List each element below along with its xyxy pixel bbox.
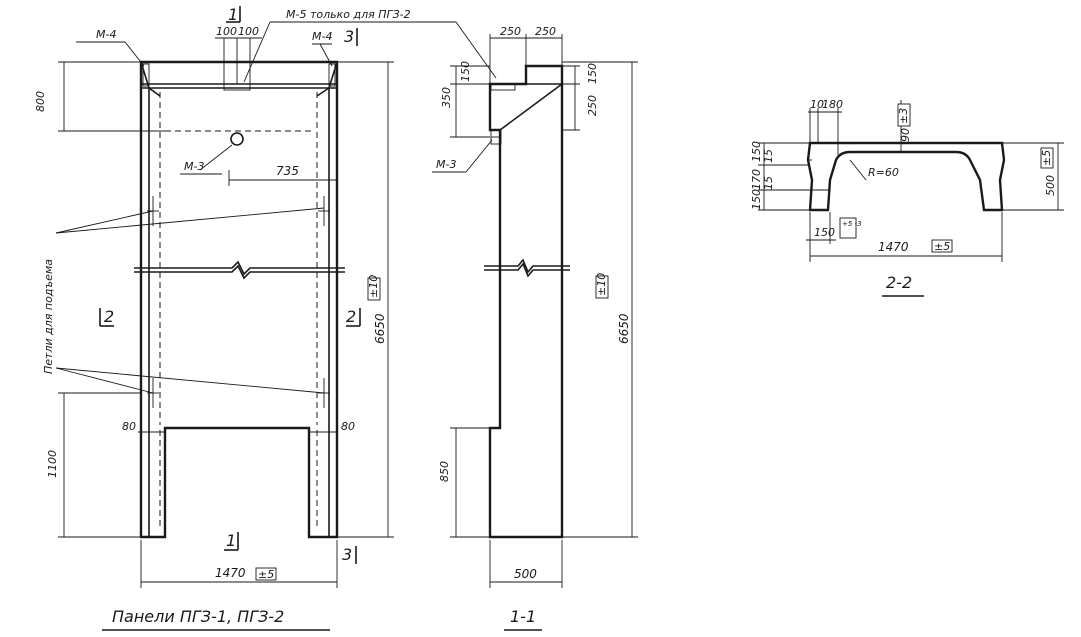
section-2-2 xyxy=(806,141,1006,212)
tol-10-left: ±10 xyxy=(367,275,380,298)
caption-2-2: 2-2 xyxy=(886,273,912,292)
dim-735: 735 xyxy=(276,164,299,178)
caption-main: Панели ПГЗ-1, ПГЗ-2 xyxy=(112,607,284,626)
dim-6650-left: 6650 xyxy=(373,313,387,344)
dim-1470-main: 1470 xyxy=(215,566,246,580)
dim-90: 90 xyxy=(899,128,912,142)
caption-1-1: 1-1 xyxy=(510,607,536,626)
dim-350: 350 xyxy=(440,87,453,108)
dim-150-left: 150 xyxy=(459,61,472,82)
m5-insert xyxy=(223,83,251,91)
tol-5-main: ±5 xyxy=(258,568,274,581)
cut-2-right: 2 xyxy=(346,307,356,326)
dim-150-22-b: 150 xyxy=(750,189,763,210)
panel-elevation xyxy=(55,38,345,539)
m5-note: М-5 только для ПГЗ-2 xyxy=(286,8,411,21)
dim-250-right: 250 xyxy=(586,95,599,116)
m3-label: М-3 xyxy=(184,160,204,173)
dim-800: 800 xyxy=(34,91,47,112)
dim-500-22: 500 xyxy=(1044,175,1057,196)
dim-10: 10 xyxy=(810,98,824,111)
dim-500-section: 500 xyxy=(514,567,537,581)
dim-1470-22: 1470 xyxy=(878,240,909,254)
dim-100-left: 100 xyxy=(216,25,237,38)
radius-r60: R=60 xyxy=(868,166,899,179)
dim-170: 170 xyxy=(750,169,763,190)
dim-80-right: 80 xyxy=(341,420,355,433)
dim-180: 180 xyxy=(822,98,843,111)
m5-insert-section xyxy=(490,83,516,91)
loops-label: Петли для подъема xyxy=(42,259,55,374)
section-2-2-dimensions: 10 180 90 ±3 150 15 170 15 150 R=60 500 … xyxy=(750,98,1064,262)
tol-plus5-minus3: +5 -3 xyxy=(842,220,862,228)
tol-5-22-side: ±5 xyxy=(1040,150,1053,166)
dim-250-a: 250 xyxy=(500,25,521,38)
m4-insert-right xyxy=(328,63,336,87)
dim-80-left: 80 xyxy=(122,420,136,433)
cut-2-left: 2 xyxy=(104,307,114,326)
dim-150-22: 150 xyxy=(750,141,763,162)
m3-label-section: М-3 xyxy=(436,158,456,171)
tol-3: ±3 xyxy=(897,108,910,124)
cut-1-top: 1 xyxy=(228,5,238,24)
dim-250-b: 250 xyxy=(535,25,556,38)
dim-15-bottom: 15 xyxy=(762,176,775,190)
dim-850: 850 xyxy=(438,461,451,482)
dim-1100: 1100 xyxy=(46,450,59,478)
dim-150-bottom: 150 xyxy=(814,226,835,239)
tol-5-22: ±5 xyxy=(934,240,950,253)
dim-100-right: 100 xyxy=(238,25,259,38)
m4-label-left: М-4 xyxy=(96,28,116,41)
cut-1-bottom: 1 xyxy=(226,531,236,550)
elevation-dimensions: 100 100 800 735 6650 ±10 1100 80 80 1470 xyxy=(34,25,394,588)
cut-3-bottom: 3 xyxy=(342,545,352,564)
section-1-1-dimensions: 250 250 150 350 150 250 6650 ±10 850 500… xyxy=(432,25,638,588)
cut-3-top: 3 xyxy=(344,27,354,46)
dim-150-right: 150 xyxy=(586,63,599,84)
m3-hole xyxy=(230,132,244,146)
dim-15-top: 15 xyxy=(762,149,775,163)
tol-10-section: ±10 xyxy=(595,273,608,296)
m4-label-right: М-4 xyxy=(312,30,332,43)
section-1-1 xyxy=(484,64,570,539)
dim-6650-section: 6650 xyxy=(617,313,631,344)
elevation-labels: М-4 М-4 М-5 только для ПГЗ-2 М-3 Петли д… xyxy=(42,5,497,564)
m4-insert-left xyxy=(142,63,150,87)
